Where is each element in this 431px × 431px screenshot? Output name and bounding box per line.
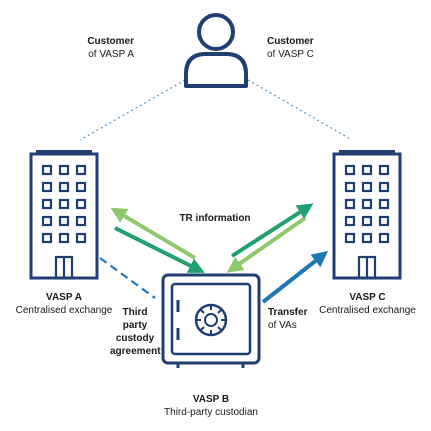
vasp-a-title: VASP A: [46, 292, 82, 303]
vasp-a-sub: Centralised exchange: [15, 305, 113, 316]
dotted-link-customer-vasp-a: [79, 79, 186, 141]
tr-arrow-c-to-b: [226, 216, 307, 273]
custody-label-line-2: party: [122, 320, 148, 331]
customer-a-title: Customer: [87, 36, 134, 47]
vasp-c-title: VASP C: [349, 292, 386, 303]
tr-arrow-a-to-b: [114, 226, 205, 273]
dotted-link-customer-vasp-c: [247, 79, 353, 141]
tr-information-label: TR information: [179, 213, 251, 224]
custody-dashed-line: [99, 257, 156, 299]
customer-c-title: Customer: [267, 36, 314, 47]
custody-label-line-1: Third: [122, 307, 148, 318]
building-icon: [332, 150, 402, 280]
transfer-arrow-b-to-c: [261, 251, 329, 304]
person-icon: [184, 13, 248, 88]
custody-label-line-3: custody: [115, 333, 155, 344]
safe-icon: [161, 273, 261, 368]
tr-arrow-b-to-a: [110, 207, 197, 260]
tr-arrow-b-to-c: [230, 203, 314, 258]
building-icon: [29, 150, 99, 280]
vasp-b-sub: Third-party custodian: [164, 407, 258, 418]
vasp-b-title: VASP B: [192, 394, 230, 405]
transfer-label-title: Transfer: [268, 307, 308, 318]
transfer-label-sub: of VAs: [268, 320, 297, 331]
custody-label-line-4: agreement: [110, 346, 161, 357]
customer-c-sub: of VASP C: [267, 49, 314, 60]
vasp-c-sub: Centralised exchange: [319, 305, 416, 316]
customer-a-sub: of VASP A: [88, 49, 134, 60]
